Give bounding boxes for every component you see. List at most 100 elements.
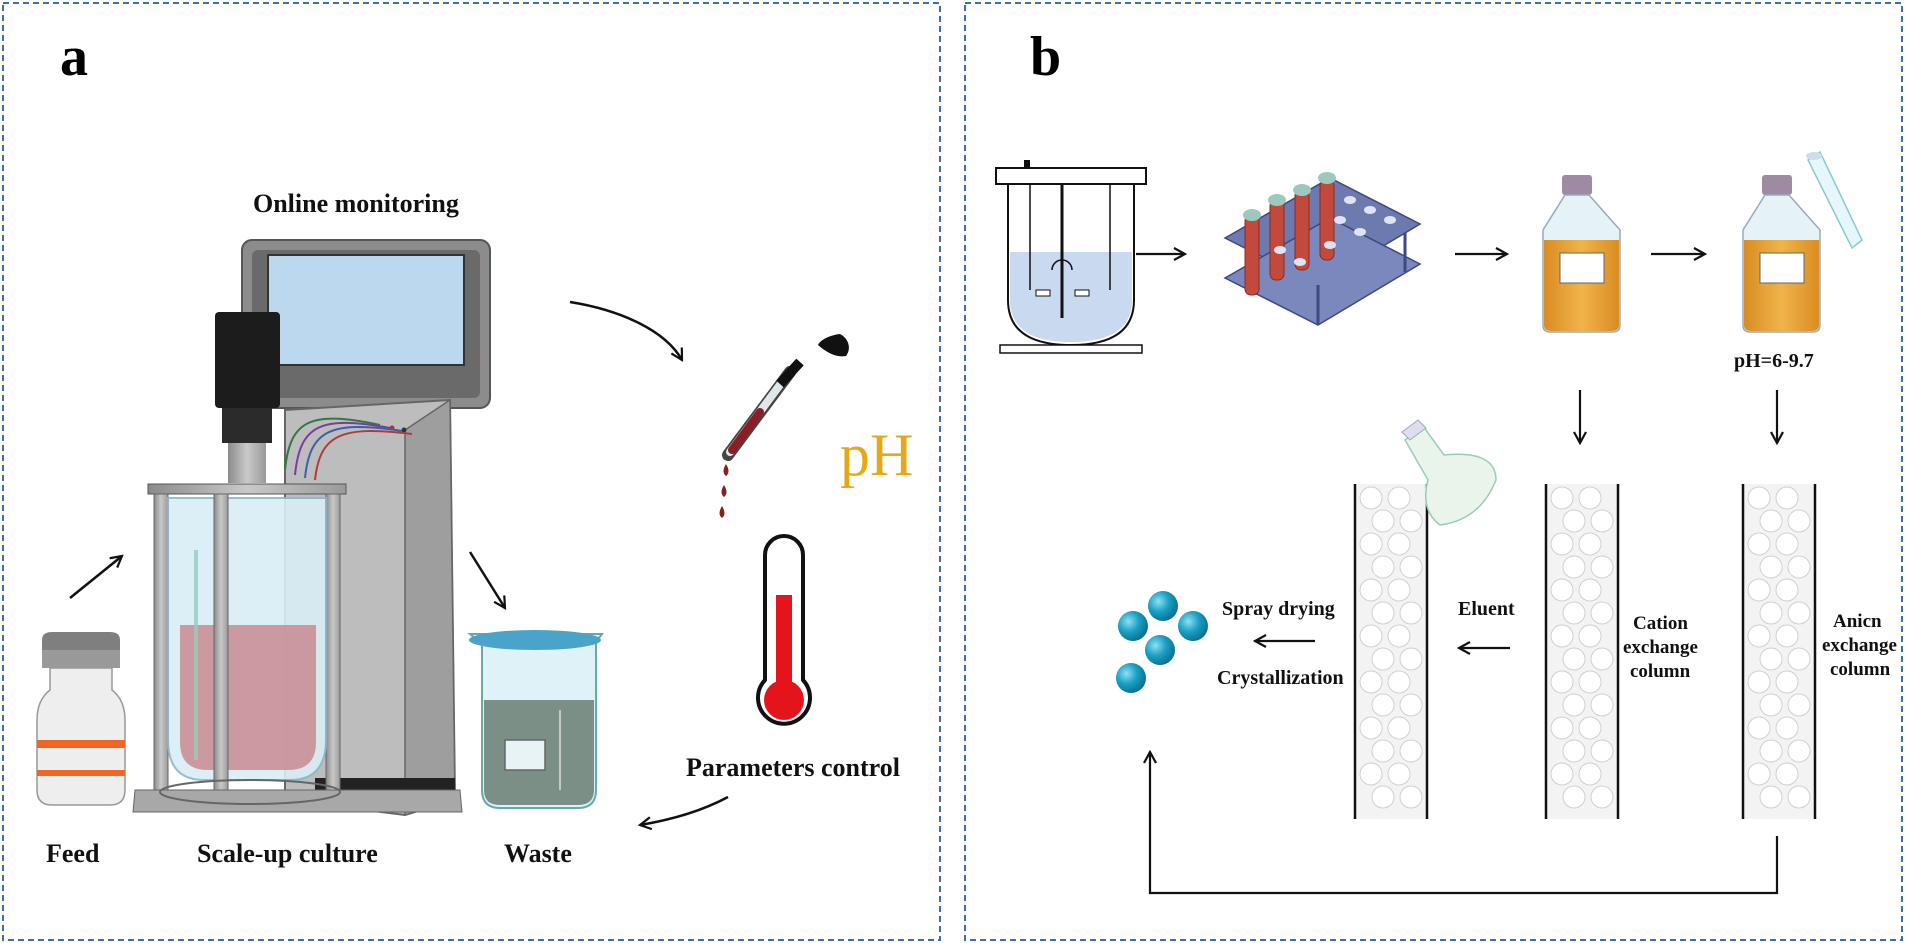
resin-bead bbox=[1387, 716, 1411, 740]
resin-bead bbox=[1747, 762, 1771, 786]
resin-bead bbox=[1590, 785, 1614, 809]
resin-bead bbox=[1775, 578, 1799, 602]
resin-bead bbox=[1387, 578, 1411, 602]
resin-bead bbox=[1399, 693, 1423, 717]
panel-b-flow-arrows bbox=[1136, 254, 1777, 895]
resin-bead bbox=[1371, 509, 1395, 533]
resin-bead bbox=[1371, 693, 1395, 717]
panel-b-letter: b bbox=[1030, 26, 1061, 88]
resin-bead bbox=[1359, 762, 1383, 786]
resin-bead bbox=[1759, 601, 1783, 625]
resin-bead bbox=[1775, 762, 1799, 786]
resin-bead bbox=[1399, 601, 1423, 625]
thermometer-icon bbox=[756, 534, 812, 726]
label-waste: Waste bbox=[504, 839, 572, 868]
label-anion-line1: Anicn bbox=[1833, 611, 1882, 632]
conical-flask-icon bbox=[1401, 419, 1497, 526]
feed-vial bbox=[36, 632, 126, 806]
resin-bead bbox=[1550, 578, 1574, 602]
label-cation-line3: column bbox=[1630, 661, 1691, 682]
resin-bead bbox=[1590, 509, 1614, 533]
waste-beaker bbox=[467, 630, 604, 809]
resin-bead bbox=[1787, 647, 1811, 671]
resin-bead bbox=[1759, 785, 1783, 809]
resin-bead bbox=[1787, 555, 1811, 579]
label-eluent: Eluent bbox=[1458, 598, 1515, 620]
panel-a-arrows bbox=[69, 300, 729, 825]
label-parameters-control: Parameters control bbox=[686, 753, 900, 782]
resin-bead bbox=[1787, 601, 1811, 625]
label-spray-drying: Spray drying bbox=[1222, 598, 1335, 620]
resin-bead bbox=[1562, 555, 1586, 579]
resin-bead bbox=[1359, 670, 1383, 694]
label-anion-line3: column bbox=[1830, 659, 1891, 680]
panel-a-letter: a bbox=[60, 26, 88, 88]
resin-bead bbox=[1550, 762, 1574, 786]
resin-bead bbox=[1562, 785, 1586, 809]
resin-bead bbox=[1371, 647, 1395, 671]
resin-bead bbox=[1590, 739, 1614, 763]
label-scale-up-culture: Scale-up culture bbox=[197, 839, 378, 868]
resin-bead bbox=[1578, 578, 1602, 602]
label-online-monitoring: Online monitoring bbox=[253, 189, 459, 218]
label-ph: pH bbox=[840, 422, 913, 488]
resin-bead bbox=[1562, 693, 1586, 717]
dropper-icon bbox=[719, 334, 849, 518]
resin-bead bbox=[1371, 601, 1395, 625]
label-cation-line1: Cation bbox=[1633, 613, 1688, 634]
resin-bead bbox=[1562, 647, 1586, 671]
resin-bead bbox=[1371, 555, 1395, 579]
label-crystallization: Crystallization bbox=[1217, 667, 1344, 689]
resin-bead bbox=[1399, 647, 1423, 671]
resin-bead bbox=[1775, 624, 1799, 648]
resin-bead bbox=[1747, 624, 1771, 648]
resin-bead bbox=[1387, 486, 1411, 510]
resin-bead bbox=[1787, 785, 1811, 809]
resin-bead bbox=[1590, 693, 1614, 717]
resin-bead bbox=[1759, 693, 1783, 717]
label-anion-line2: exchange bbox=[1822, 635, 1897, 656]
resin-bead bbox=[1399, 509, 1423, 533]
resin-bead bbox=[1550, 670, 1574, 694]
panel-a-border bbox=[2, 2, 941, 941]
resin-bead bbox=[1787, 693, 1811, 717]
resin-bead bbox=[1775, 486, 1799, 510]
resin-bead bbox=[1562, 739, 1586, 763]
label-ph-range: pH=6-9.7 bbox=[1734, 350, 1814, 372]
crystal-product-beads bbox=[1116, 591, 1208, 693]
resin-bead bbox=[1747, 532, 1771, 556]
resin-bead bbox=[1578, 532, 1602, 556]
column-resin-beads bbox=[1359, 486, 1811, 809]
resin-bead bbox=[1359, 578, 1383, 602]
culture-vessel bbox=[132, 483, 463, 813]
label-cation-line2: exchange bbox=[1623, 637, 1698, 658]
resin-bead bbox=[1399, 555, 1423, 579]
resin-bead bbox=[1759, 647, 1783, 671]
resin-bead bbox=[1550, 624, 1574, 648]
resin-bead bbox=[1562, 509, 1586, 533]
resin-bead bbox=[1578, 670, 1602, 694]
resin-bead bbox=[1747, 670, 1771, 694]
resin-bead bbox=[1359, 624, 1383, 648]
resin-bead bbox=[1399, 785, 1423, 809]
resin-bead bbox=[1747, 716, 1771, 740]
resin-bead bbox=[1775, 670, 1799, 694]
tube-rack bbox=[1223, 172, 1422, 326]
resin-bead bbox=[1399, 739, 1423, 763]
resin-bead bbox=[1787, 739, 1811, 763]
resin-bead bbox=[1387, 532, 1411, 556]
flask-bottle-1 bbox=[1542, 175, 1621, 333]
resin-bead bbox=[1387, 670, 1411, 694]
resin-bead bbox=[1550, 486, 1574, 510]
resin-bead bbox=[1359, 532, 1383, 556]
resin-bead bbox=[1759, 555, 1783, 579]
resin-bead bbox=[1787, 509, 1811, 533]
resin-bead bbox=[1387, 624, 1411, 648]
resin-bead bbox=[1387, 762, 1411, 786]
flask-bottle-2 bbox=[1742, 175, 1821, 333]
resin-bead bbox=[1371, 739, 1395, 763]
resin-bead bbox=[1775, 532, 1799, 556]
resin-bead bbox=[1578, 486, 1602, 510]
probe-housing bbox=[215, 312, 280, 483]
